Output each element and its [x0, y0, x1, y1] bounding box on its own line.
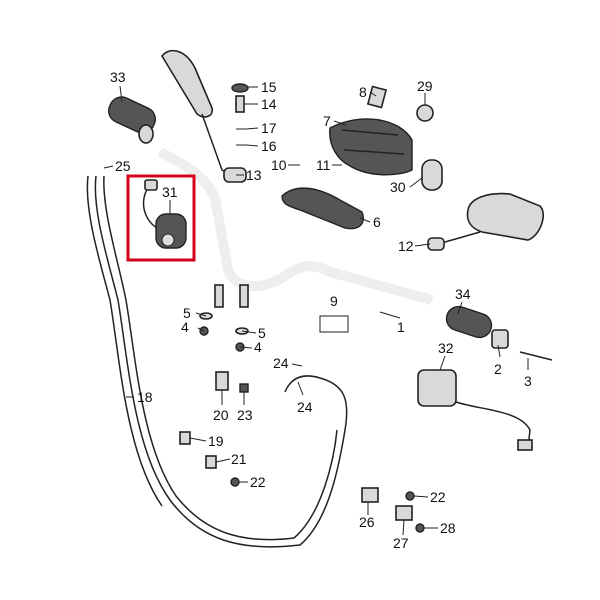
callout-9: 9 [330, 293, 338, 309]
callout-27: 27 [393, 535, 409, 551]
callout-5: 5 [183, 305, 191, 321]
holder-27 [395, 505, 413, 521]
callout-3: 3 [524, 373, 532, 389]
callout-2: 2 [494, 361, 502, 377]
callout-22: 22 [250, 474, 266, 490]
callout-23: 23 [237, 407, 253, 423]
callout-10: 10 [271, 157, 287, 173]
screw-28 [415, 523, 425, 533]
handlebar [157, 147, 434, 308]
callout-15: 15 [261, 79, 277, 95]
callout-22: 22 [430, 489, 446, 505]
callout-18: 18 [137, 389, 153, 405]
cover-cap [421, 159, 443, 191]
callout-33: 33 [110, 69, 126, 85]
highlight-box [126, 174, 196, 262]
callout-31: 31 [162, 184, 178, 200]
callout-32: 32 [438, 340, 454, 356]
right-switch-assembly [417, 369, 533, 451]
callout-26: 26 [359, 514, 375, 530]
callout-labels: 1 2 3 4 4 5 5 6 7 8 9 10 11 12 13 14 15 … [110, 69, 532, 551]
callout-19: 19 [208, 433, 224, 449]
callout-20: 20 [213, 407, 229, 423]
callout-28: 28 [440, 520, 456, 536]
bracket-20 [215, 371, 229, 391]
callout-5: 5 [258, 325, 266, 341]
callout-24: 24 [273, 355, 289, 371]
left-grip [108, 96, 156, 144]
callout-25: 25 [115, 158, 131, 174]
callout-12: 12 [398, 238, 414, 254]
cap [416, 104, 434, 122]
clip-21 [205, 455, 217, 469]
holder-26 [361, 487, 379, 503]
callout-34: 34 [455, 286, 471, 302]
callout-17: 17 [261, 120, 277, 136]
left-mirror [161, 49, 247, 183]
bolt-23 [239, 383, 249, 393]
callout-30: 30 [390, 179, 406, 195]
callout-21: 21 [231, 451, 247, 467]
callout-13: 13 [246, 167, 262, 183]
callout-1: 1 [397, 319, 405, 335]
label-plate [366, 85, 388, 109]
screw-22b [405, 491, 415, 501]
handle-bracket [281, 187, 364, 230]
clip-19 [179, 431, 191, 445]
leader-lines [103, 85, 529, 536]
throttle-cables [86, 175, 348, 548]
callout-4: 4 [181, 319, 189, 335]
callout-6: 6 [373, 214, 381, 230]
right-mirror [427, 192, 544, 251]
callout-14: 14 [261, 96, 277, 112]
clamp-stud [239, 284, 249, 308]
callout-24: 24 [297, 399, 313, 415]
callout-8: 8 [359, 84, 367, 100]
clamp-stud [214, 284, 224, 308]
handlebar-cover [329, 118, 413, 176]
part-9-box [319, 315, 349, 333]
screw-22 [230, 477, 240, 487]
callout-11: 11 [316, 157, 331, 173]
bolt-stack [231, 83, 249, 146]
callout-16: 16 [261, 138, 277, 154]
left-switch-assembly [142, 179, 187, 249]
callout-7: 7 [323, 113, 331, 129]
callout-4: 4 [254, 339, 262, 355]
right-grip [445, 305, 553, 361]
callout-29: 29 [417, 78, 433, 94]
